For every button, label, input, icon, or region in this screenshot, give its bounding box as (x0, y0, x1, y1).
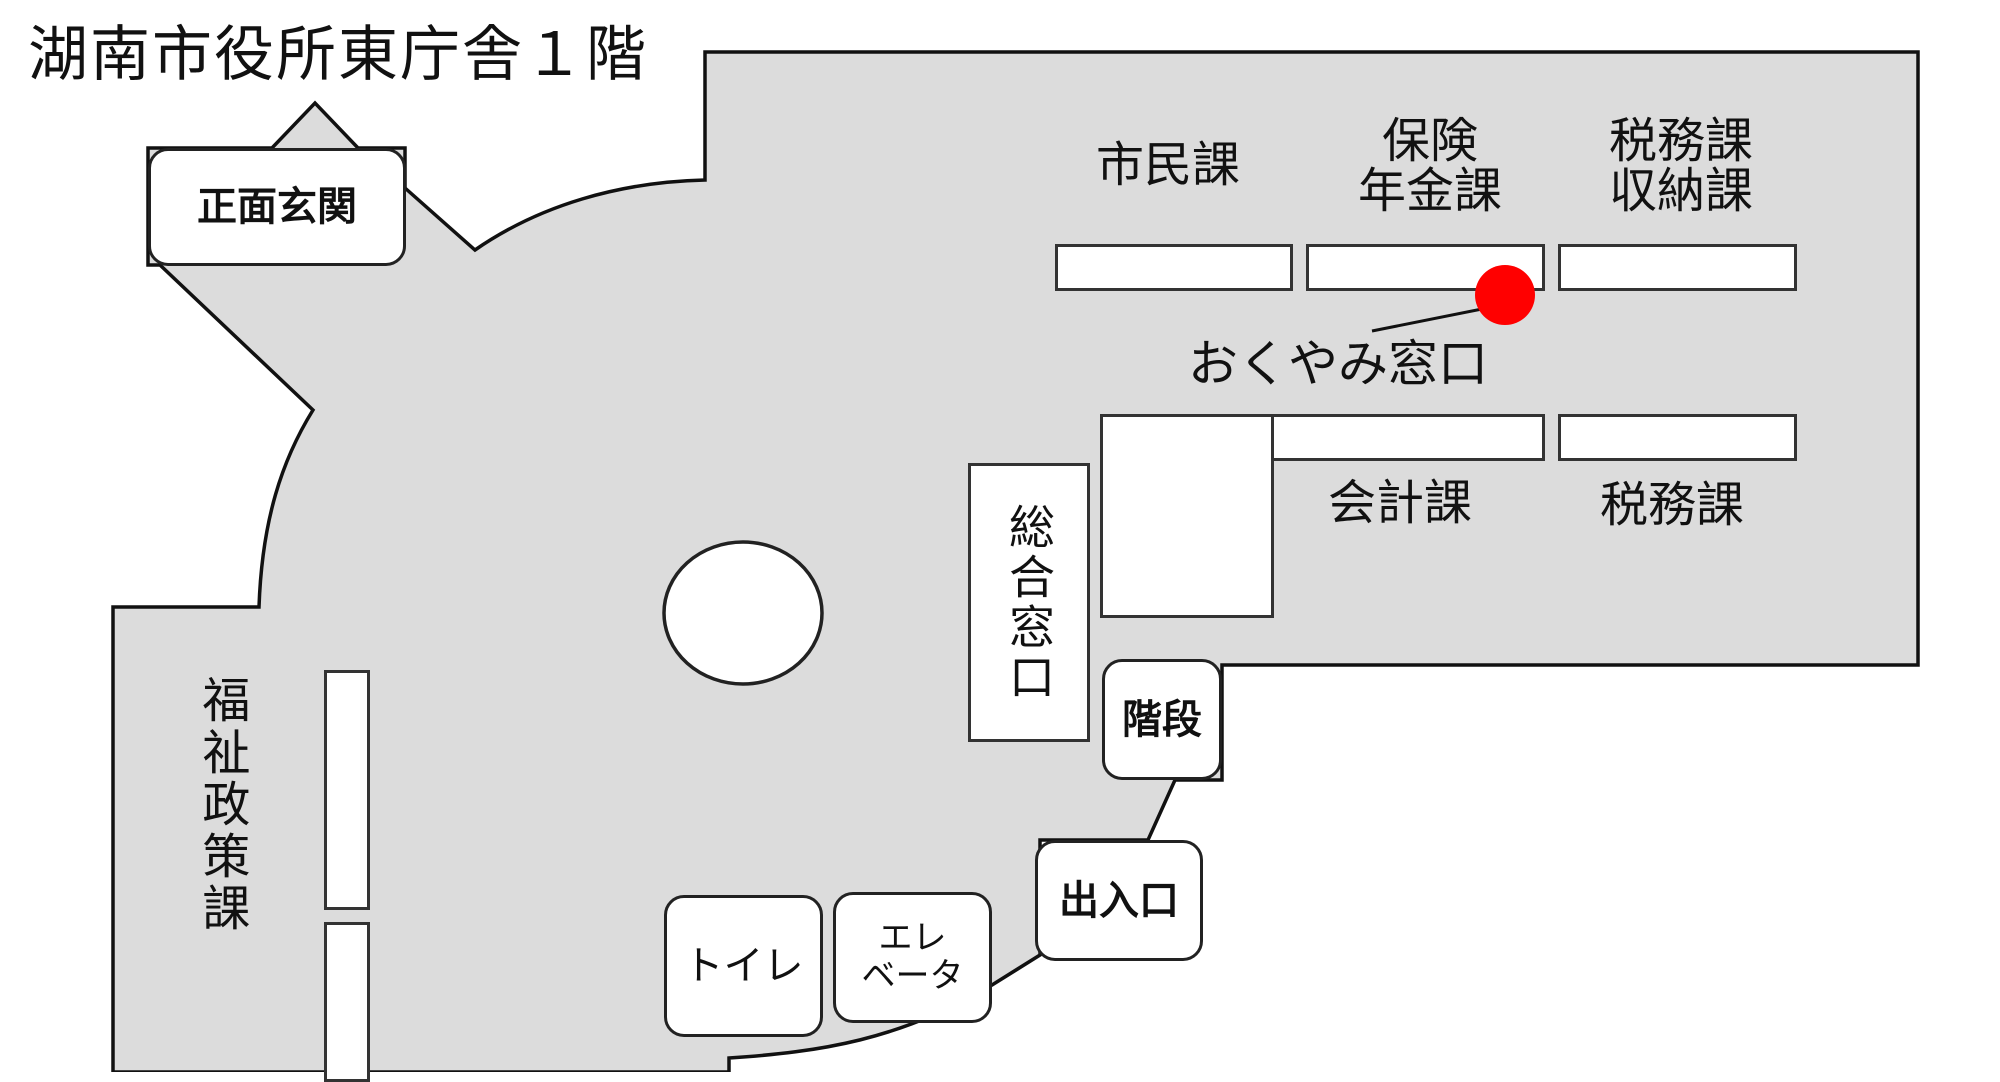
counter-fukushi-1 (324, 670, 370, 910)
counter-zeimu (1558, 414, 1797, 461)
label-main-entrance: 正面玄関 (197, 184, 357, 230)
label-hoken-line2: 年金課 (1357, 163, 1502, 220)
main-entrance-box[interactable]: 正面玄関 (148, 148, 406, 266)
label-entrance: 出入口 (1059, 877, 1179, 924)
label-okuyami-madoguchi[interactable]: おくやみ窓口 (1188, 335, 1488, 393)
counter-kaikei (1270, 414, 1545, 461)
red-dot-marker-icon[interactable] (1475, 265, 1535, 325)
counter-zeimu-shuno (1558, 244, 1797, 291)
label-sogo-madoguchi: 総合窓口 (1002, 502, 1056, 703)
label-stairs: 階段 (1122, 696, 1202, 743)
label-zeimu-shuno: 税務課 収納課 (1596, 116, 1766, 217)
elevator-box[interactable]: エレ ベータ (833, 892, 992, 1023)
label-elevator-line1: エレ (878, 918, 947, 959)
label-hoken-nenkin: 保険 年金課 (1345, 116, 1515, 217)
label-zeimu-line2: 収納課 (1608, 163, 1753, 220)
page-title: 湖南市役所東庁舎１階 (28, 20, 648, 90)
label-kaikei: 会計課 (1328, 475, 1473, 531)
label-zeimu-bottom: 税務課 (1600, 477, 1745, 533)
toilet-box[interactable]: トイレ (664, 895, 823, 1037)
label-shimin: 市民課 (1096, 137, 1241, 193)
entrance-box[interactable]: 出入口 (1035, 840, 1203, 961)
office-block (1100, 414, 1274, 618)
counter-sogo-madoguchi: 総合窓口 (968, 463, 1090, 742)
label-hoken-line1: 保険 (1381, 113, 1478, 169)
label-toilet: トイレ (683, 943, 804, 989)
label-elevator-line2: ベータ (861, 955, 964, 996)
label-fukushi-seisaku: 福祉政策課 (193, 675, 250, 935)
counter-shimin (1055, 244, 1293, 291)
stairs-box[interactable]: 階段 (1102, 659, 1222, 780)
label-zeimu-line1: 税務課 (1608, 113, 1753, 169)
pillar (662, 540, 824, 686)
counter-fukushi-2 (324, 922, 370, 1082)
